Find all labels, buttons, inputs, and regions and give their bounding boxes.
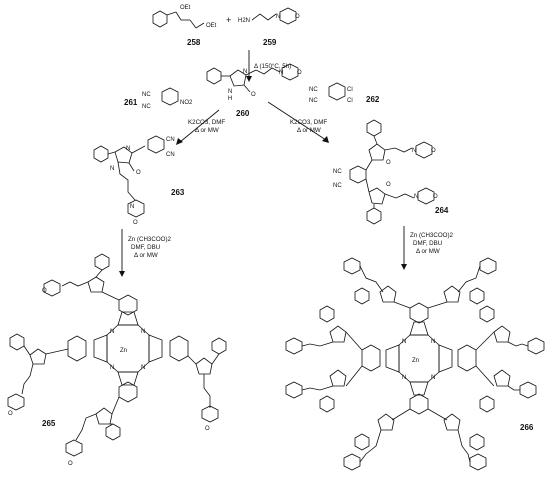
atom-oet: OEt: [206, 23, 217, 29]
atom-no2: NO2: [180, 100, 193, 106]
atom-o: O: [251, 92, 256, 98]
atom-zn: Zn: [412, 358, 419, 364]
condition-step3a: DMF, DBU: [131, 244, 160, 251]
compound-label-263: 263: [171, 188, 185, 197]
atom-o: O: [205, 426, 210, 432]
atom-n: N: [141, 365, 145, 371]
compound-label-261: 261: [124, 98, 138, 107]
atom-n: N: [130, 204, 134, 210]
atom-nc: NC: [333, 183, 342, 189]
atom-nc: NC: [309, 98, 318, 104]
reaction-arrow: [267, 101, 327, 141]
compound-label-260: 260: [236, 109, 250, 118]
atom-n: N: [402, 375, 406, 381]
structure-261: NC NC NO2: [142, 87, 193, 110]
atom-cl: Cl: [347, 87, 353, 93]
arrow-head: [401, 264, 407, 270]
structure-258: OEt OEt: [152, 5, 217, 29]
atom-nc: NC: [333, 169, 342, 175]
atom-n: N: [414, 194, 418, 200]
atom-o: O: [8, 411, 13, 417]
atom-nc: NC: [142, 104, 151, 110]
atom-cn: CN: [166, 137, 175, 143]
atom-n: N: [402, 339, 406, 345]
atom-h: H: [228, 96, 232, 102]
condition-step2a: K2CO3, DMF: [188, 119, 225, 126]
structure-266: Zn N N N N: [285, 257, 545, 471]
condition-step2b: K2CO3, DMF: [290, 119, 327, 126]
condition-step1: Δ (150°C, 5h): [254, 63, 291, 70]
atom-nc: NC: [309, 87, 318, 93]
atom-o: O: [133, 220, 138, 226]
atom-zn: Zn: [120, 348, 127, 354]
condition-step3b: Δ or MW: [416, 248, 440, 255]
condition-step2a: Δ or MW: [195, 127, 219, 134]
structure-262: NC NC Cl Cl: [309, 82, 353, 104]
condition-step3b: Zn (CH3COO)2: [410, 232, 454, 239]
structure-265: Zn N N N N O O O O: [7, 253, 227, 467]
atom-n: N: [431, 375, 435, 381]
compound-label-265: 265: [42, 419, 56, 428]
atom-n: N: [228, 89, 232, 95]
atom-n: N: [243, 69, 247, 75]
arrow-head: [246, 76, 252, 82]
arrow-head: [176, 138, 183, 145]
atom-o: O: [386, 182, 391, 188]
atom-n: N: [276, 14, 280, 20]
atom-n: N: [110, 166, 114, 172]
structure-260: N N H O N O: [206, 63, 302, 102]
structure-264: NC NC N O O N O O: [333, 119, 438, 225]
atom-o: O: [136, 170, 141, 176]
atom-o: O: [386, 160, 391, 166]
compound-label-266: 266: [520, 423, 534, 432]
atom-o: O: [431, 148, 436, 154]
atom-n: N: [279, 70, 283, 76]
structure-263: CN CN N N O N O: [93, 135, 175, 226]
atom-n: N: [412, 148, 416, 154]
arrow-head: [119, 271, 125, 277]
condition-step3b: DMF, DBU: [413, 240, 442, 247]
atom-o: O: [297, 70, 302, 76]
condition-step2b: Δ or MW: [297, 127, 321, 134]
atom-cn: CN: [166, 152, 175, 158]
structure-259: H2N N O: [238, 7, 300, 25]
condition-step3a: Δ or MW: [134, 252, 158, 259]
atom-o: O: [295, 14, 300, 20]
atom-n: N: [110, 329, 114, 335]
atom-o: O: [68, 461, 73, 467]
atom-n: N: [126, 146, 130, 152]
reaction-arrow: [179, 109, 220, 143]
condition-step3a: Zn (CH3COO)2: [128, 236, 172, 243]
compound-label-262: 262: [366, 95, 380, 104]
atom-n: N: [431, 339, 435, 345]
atom-cl: Cl: [347, 98, 353, 104]
atom-o: O: [42, 288, 47, 294]
atom-o: O: [433, 194, 438, 200]
compound-label-264: 264: [435, 206, 449, 215]
arrow-head: [322, 136, 329, 143]
atom-n: N: [110, 365, 114, 371]
compound-label-258: 258: [187, 38, 201, 47]
compound-label-259: 259: [263, 38, 277, 47]
atom-nc: NC: [142, 92, 151, 98]
atom-oet: OEt: [180, 5, 191, 11]
atom-n: N: [141, 329, 145, 335]
plus-sign: +: [226, 15, 231, 25]
atom-h2n: H2N: [238, 18, 250, 24]
